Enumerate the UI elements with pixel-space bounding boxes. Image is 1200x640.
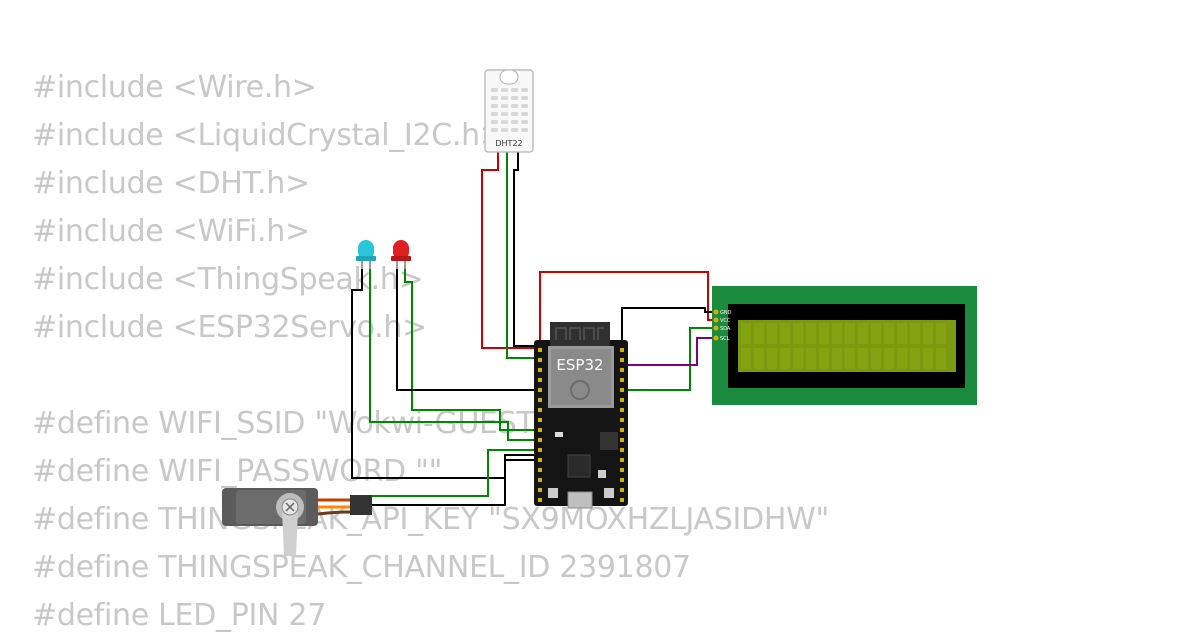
code-line: #include <WiFi.h> [32, 214, 310, 249]
wire-lcd-gnd [621, 307, 716, 345]
lcd-pin-label: VCC [720, 318, 731, 324]
wire-lcd-vcc [539, 271, 716, 348]
code-line: #include <ThingSpeak.h> [32, 262, 424, 297]
code-line: #define WIFI_PASSWORD "" [32, 454, 443, 489]
wire-servo-power [372, 459, 540, 506]
esp32-board[interactable]: ESP32 [534, 322, 628, 509]
code-line: #include <DHT.h> [32, 166, 310, 201]
wire-dht-vcc [481, 150, 540, 349]
wire-dht-gnd [513, 150, 540, 347]
dht22-sensor[interactable]: DHT22 [484, 69, 534, 153]
dht22-grille [491, 88, 528, 132]
lcd-pin-label: SCL [720, 336, 730, 342]
wire-led-red-cathode [396, 268, 540, 391]
esp32-antenna [555, 327, 604, 340]
wire-led-red-anode [404, 268, 540, 431]
code-line: #define THINGSPEAK_CHANNEL_ID 2391807 [32, 550, 691, 585]
dht22-label: DHT22 [495, 139, 522, 148]
led-cyan[interactable] [356, 240, 376, 269]
wire-dht-data [506, 150, 540, 359]
code-line: #define LED_PIN 27 [32, 598, 326, 633]
espressif-logo-icon [570, 380, 590, 400]
wire-lcd-sda [622, 327, 716, 391]
lcd-i2c-pins [713, 309, 719, 341]
code-line: #include <LiquidCrystal_I2C.h> [32, 118, 505, 153]
wires [351, 150, 716, 506]
led-red[interactable] [391, 240, 411, 269]
code-line: #include <ESP32Servo.h> [32, 310, 427, 345]
wire-led-cyan-cathode [351, 268, 540, 479]
usb-port [567, 491, 593, 509]
servo-connector [350, 495, 372, 515]
esp32-label: ESP32 [556, 356, 603, 374]
wire-led-cyan-anode [369, 268, 540, 441]
servo-horn [282, 510, 298, 556]
esp32-header-pins [538, 348, 624, 502]
code-line: #define WIFI_SSID "Wokwi-GUEST" [32, 406, 548, 441]
code-listing: #include <Wire.h> #include <LiquidCrysta… [32, 64, 829, 640]
esp32-chip [567, 454, 591, 478]
lcd-pin-label: SDA [720, 326, 731, 332]
wire-servo-signal [372, 449, 540, 497]
lcd-char-cells [741, 323, 946, 369]
lcd-pin-label: GND [720, 310, 732, 316]
code-line: #include <Wire.h> [32, 70, 317, 105]
wire-lcd-scl [622, 337, 716, 366]
lcd-display[interactable]: GND VCC SDA SCL [712, 286, 977, 405]
servo-motor[interactable] [222, 488, 372, 556]
